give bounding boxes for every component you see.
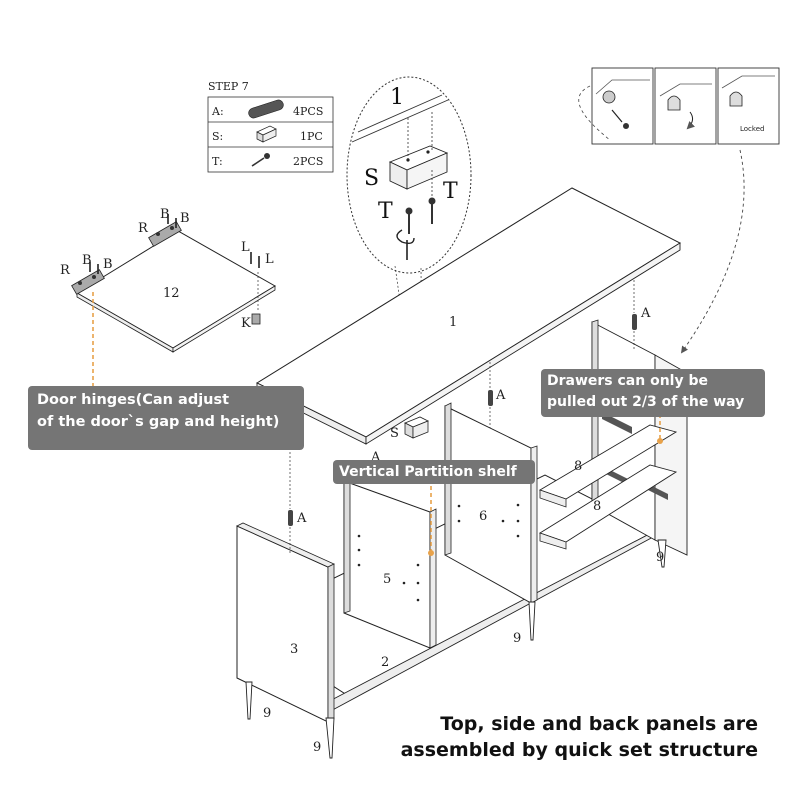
partition-label-s: S — [390, 426, 399, 441]
screw-icon — [251, 153, 270, 167]
zoom-detail: 1 S T T — [346, 76, 472, 406]
zoom-connector-block — [388, 145, 449, 190]
dowel-label-3: A — [640, 306, 651, 321]
rail-number-upper: 8 — [574, 459, 582, 474]
screw-label-l2: L — [265, 252, 274, 267]
callout-partition-shelf: Vertical Partition shelf — [333, 460, 535, 484]
screw-label-l1: L — [241, 240, 250, 255]
dowel-label-4: A — [370, 450, 381, 465]
hinge-label-b1: B — [160, 207, 170, 222]
hinge-label-b4: B — [103, 257, 113, 272]
callout-door-hinges: Door hinges(Can adjust of the door`s gap… — [28, 386, 304, 450]
zoom-label-t-right: T — [443, 179, 458, 204]
part-letter-t: T: — [212, 155, 223, 168]
part-qty-t: 2PCS — [293, 155, 323, 168]
zoom-screw-right — [428, 197, 436, 224]
door-panel: 12 R B B R B B L L K — [60, 207, 276, 353]
connector-block-icon — [256, 125, 277, 143]
callout-hinges-line2: of the door`s gap and height) — [37, 414, 280, 430]
partition-panel-holes — [357, 534, 420, 602]
hinge-upper-icon — [148, 221, 182, 247]
callout-drawers-line2: pulled out 2/3 of the way — [547, 394, 745, 410]
dowels — [288, 280, 637, 553]
callout-drawers-line1: Drawers can only be — [547, 373, 708, 389]
hinge-label-r1: R — [138, 221, 149, 236]
hinge-label-r2: R — [60, 263, 71, 278]
dowel-label-1: A — [296, 511, 307, 526]
legs — [245, 539, 667, 759]
drawer-rails: 8 8 — [538, 424, 678, 550]
lock-steps: Locked — [578, 67, 780, 354]
panel-number-bottom: 2 — [381, 655, 389, 670]
panel-number-top: 1 — [449, 315, 457, 330]
leg-number-2: 9 — [313, 740, 321, 755]
dowel-label-2: A — [495, 388, 506, 403]
callout-drawers: Drawers can only be pulled out 2/3 of th… — [541, 369, 765, 417]
door-screws-icon — [89, 214, 260, 310]
lock-step-2 — [659, 83, 712, 130]
lock-step-3: Locked — [721, 75, 775, 133]
part-letter-s: S: — [212, 130, 223, 143]
panel-number-left-side: 3 — [290, 642, 298, 657]
zoom-panel-number: 1 — [390, 85, 404, 110]
partition-leader-dot — [428, 550, 434, 556]
leg-number-3: 9 — [513, 631, 521, 646]
handle-label-k: K — [241, 316, 251, 331]
zoom-label-s: S — [364, 166, 379, 191]
hinge-label-b3: B — [82, 253, 92, 268]
assembly-caption: Top, side and back panels are assembled … — [401, 711, 758, 763]
leg-number-4: 9 — [656, 550, 664, 565]
lock-step-1 — [595, 79, 650, 129]
screwdriver-rotation-icon — [396, 229, 415, 260]
parts-table: STEP 7 A: 4PCS S: 1PC T: 2PCS — [207, 80, 334, 173]
zoom-screw-left — [405, 207, 413, 234]
rail-number-lower: 8 — [593, 499, 601, 514]
zoom-label-t-left: T — [378, 199, 393, 224]
hinge-label-b2: B — [180, 211, 190, 226]
dowel-icon — [248, 99, 284, 119]
caption-line1: Top, side and back panels are — [440, 713, 758, 735]
callout-hinges-line1: Door hinges(Can adjust — [37, 392, 230, 408]
handle-icon — [251, 313, 261, 325]
hinge-lower-icon — [71, 269, 105, 295]
caption-line2: assembled by quick set structure — [400, 739, 758, 761]
drawer-leader-dot — [657, 438, 663, 444]
panel-number-door: 12 — [163, 286, 180, 301]
panel-number-middle: 6 — [479, 509, 487, 524]
part-letter-a: A: — [211, 105, 224, 118]
panel-number-partition: 5 — [383, 572, 391, 587]
middle-panel-holes — [457, 503, 520, 538]
part-qty-s: 1PC — [300, 130, 323, 143]
locked-label: Locked — [740, 125, 764, 133]
partition-connector-block — [404, 416, 429, 439]
part-qty-a: 4PCS — [293, 105, 323, 118]
leg-number-1: 9 — [263, 706, 271, 721]
step-title: STEP 7 — [208, 80, 249, 93]
